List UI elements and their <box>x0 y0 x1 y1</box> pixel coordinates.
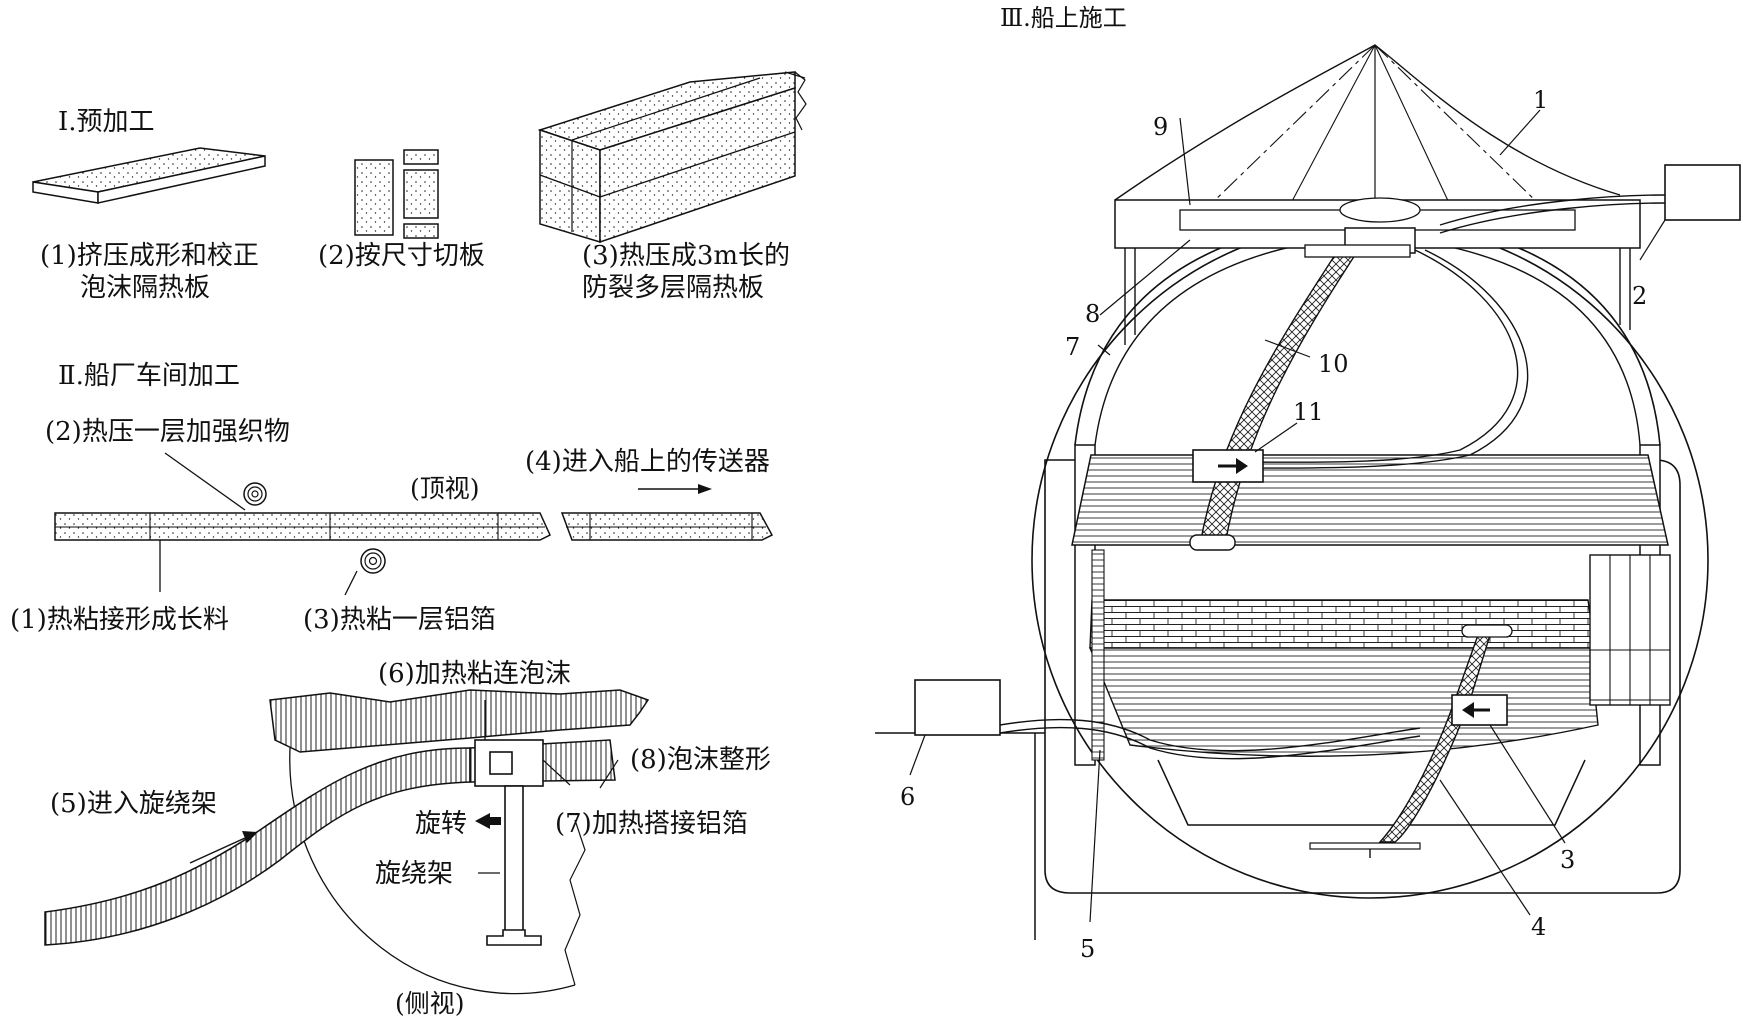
callout-8: 8 <box>1085 300 1100 328</box>
callout-1: 1 <box>1533 86 1548 114</box>
side-view-drawing <box>44 689 650 995</box>
conveyor-label: (4)进入船上的传送器 <box>525 447 770 477</box>
callout-9: 9 <box>1153 113 1168 141</box>
callout-6: 6 <box>900 783 915 811</box>
heat-bond-foam-label: (6)加热粘连泡沫 <box>378 659 571 689</box>
side-view-label: (侧视) <box>395 989 465 1018</box>
enter-frame-arrow <box>189 831 258 864</box>
callout-10: 10 <box>1318 350 1349 378</box>
callout-7: 7 <box>1065 333 1080 361</box>
laminated-block-drawing <box>537 71 807 244</box>
section2-title: Ⅱ.船厂车间加工 <box>58 361 240 391</box>
step3-label-line1: (3)热压成3m长的 <box>582 241 790 271</box>
callout-2: 2 <box>1632 282 1647 310</box>
long-strip-drawing <box>54 512 774 541</box>
foil-roll <box>360 548 386 574</box>
fabric-roll <box>243 482 267 506</box>
section-preprocessing: Ⅰ.预加工 (1)挤压成形和校正 泡沫隔热板 (2)按 <box>32 71 807 303</box>
section1-title: Ⅰ.预加工 <box>58 107 155 137</box>
step1-label-line1: (1)挤压成形和校正 <box>40 241 259 271</box>
rotate-label: 旋转 <box>415 809 467 839</box>
fabric-leader-line <box>164 452 246 511</box>
winding-frame-label: 旋绕架 <box>375 859 453 889</box>
step3-label-line2: 防裂多层隔热板 <box>582 273 764 303</box>
section-shipyard-processing: Ⅱ.船厂车间加工 (2)热压一层加强织物 (顶视) (4)进入船上的传送器 <box>10 361 774 1018</box>
top-view-label: (顶视) <box>410 474 480 503</box>
callout-11: 11 <box>1293 398 1324 426</box>
section3-title: Ⅲ.船上施工 <box>1000 4 1127 32</box>
enter-frame-label: (5)进入旋绕架 <box>50 789 217 819</box>
conveyor-arrow <box>638 484 712 494</box>
tank-drawing <box>875 44 1741 940</box>
foam-board-drawing <box>32 147 266 204</box>
step2-label: (2)按尺寸切板 <box>318 241 485 271</box>
cut-boards-drawing <box>354 149 439 239</box>
foil-label: (3)热粘一层铝箔 <box>303 605 496 635</box>
callout-5: 5 <box>1080 935 1095 963</box>
foam-shaping-label: (8)泡沫整形 <box>630 745 771 775</box>
callout-numbers: 1 2 3 4 5 6 7 8 9 10 11 <box>900 86 1647 963</box>
reinforce-fabric-label: (2)热压一层加强织物 <box>45 417 290 447</box>
lap-foil-label: (7)加热搭接铝箔 <box>555 809 748 839</box>
callout-4: 4 <box>1531 913 1546 941</box>
long-strip-label: (1)热粘接形成长料 <box>10 605 229 635</box>
section-onboard-construction: Ⅲ.船上施工 <box>875 4 1741 963</box>
foil-leader-line <box>344 570 358 596</box>
step1-label-line2: 泡沫隔热板 <box>80 273 210 303</box>
callout-3: 3 <box>1560 846 1575 874</box>
